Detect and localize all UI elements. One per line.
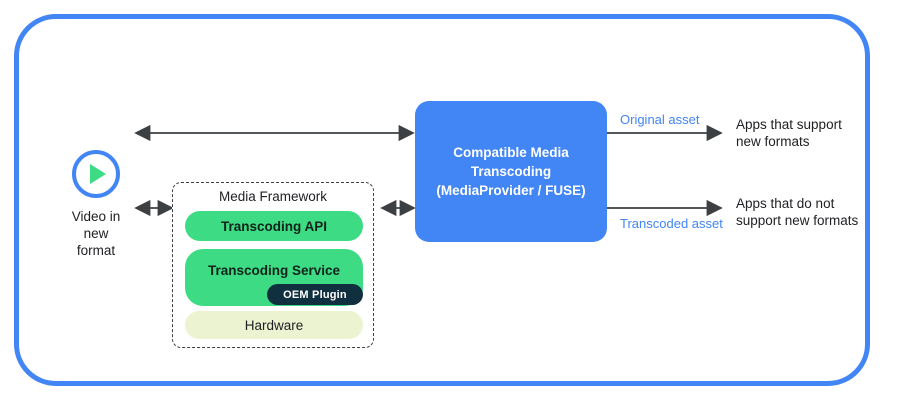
media-framework-container: Media Framework Transcoding API Transcod… (172, 182, 374, 348)
layer-transcoding-api-label: Transcoding API (220, 218, 328, 234)
video-source-caption-line1: Video in (71, 209, 121, 224)
layer-transcoding-api[interactable]: Transcoding API (185, 211, 363, 241)
layer-hardware-label: Hardware (244, 317, 304, 333)
label-transcoded-asset: Transcoded asset (620, 216, 723, 231)
video-source-caption-line2: new (83, 226, 109, 241)
video-source-caption: Video in new format (46, 208, 146, 259)
layer-transcoding-service-label: Transcoding Service (207, 263, 341, 278)
oem-plugin-badge-label: OEM Plugin (283, 288, 347, 301)
connector-framework-to-cmt (380, 199, 416, 217)
oem-plugin-badge[interactable]: OEM Plugin (267, 284, 363, 305)
play-circle-icon (72, 150, 120, 198)
label-apps-that-do-not-support-new-formats: Apps that do not support new formats (736, 195, 858, 229)
video-source-group: Video in new format (46, 150, 146, 259)
label-apps-no-support-line1: Apps that do not (736, 196, 835, 211)
connector-cmt-to-apps-support (605, 124, 723, 142)
connector-cmt-to-apps-no-support (605, 199, 723, 217)
label-apps-no-support-line2: support new formats (736, 213, 859, 228)
label-original-asset: Original asset (620, 112, 700, 127)
cmt-box-text: Compatible Media Transcoding (MediaProvi… (436, 143, 585, 200)
connector-source-to-cmt (134, 124, 415, 142)
media-framework-title: Media Framework (218, 189, 328, 204)
video-source-caption-line3: format (76, 243, 116, 258)
layer-hardware[interactable]: Hardware (185, 311, 363, 339)
connector-source-to-framework (134, 199, 174, 217)
play-triangle-shape (90, 164, 106, 184)
label-apps-that-support-new-formats: Apps that support new formats (736, 116, 842, 150)
label-apps-support-line1: Apps that support (736, 117, 842, 132)
compatible-media-transcoding-box[interactable]: Compatible Media Transcoding (MediaProvi… (415, 101, 607, 242)
cmt-box-line2: Transcoding (470, 164, 552, 179)
cmt-box-line1: Compatible Media (453, 145, 569, 160)
cmt-box-line3: (MediaProvider / FUSE) (436, 183, 586, 198)
label-apps-support-line2: new formats (736, 134, 810, 149)
